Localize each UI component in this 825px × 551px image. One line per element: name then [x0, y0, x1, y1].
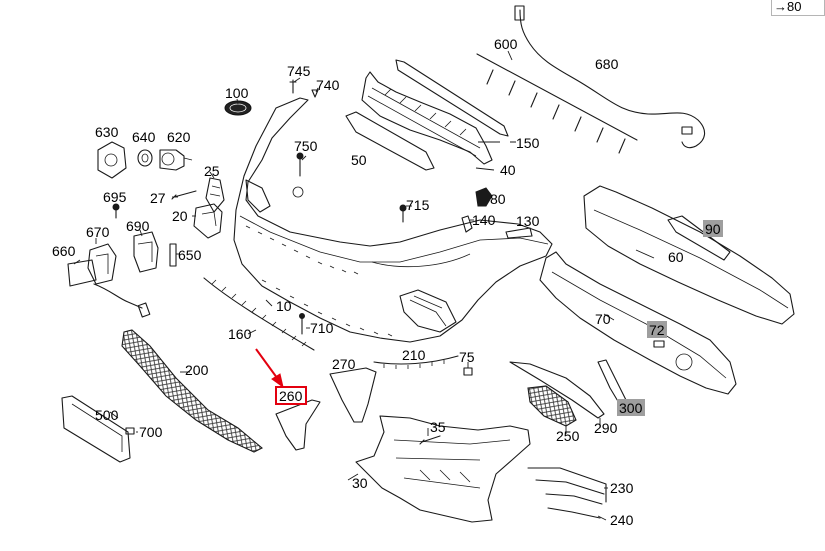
- label-690: 690: [126, 218, 150, 234]
- part-260-trim[interactable]: [275, 399, 321, 451]
- part-160-rail[interactable]: [203, 277, 315, 351]
- part-150-trim[interactable]: [395, 59, 509, 137]
- highlight-300: [617, 399, 645, 416]
- label-60: 60: [668, 249, 684, 265]
- label-700: 700: [139, 424, 163, 440]
- part-650-clip[interactable]: [169, 243, 177, 267]
- part-750-bolt[interactable]: [296, 152, 304, 177]
- label-200: 200: [185, 362, 209, 378]
- leader-lines: [73, 50, 655, 521]
- label-650: 650: [178, 247, 202, 263]
- part-700-clip[interactable]: [125, 427, 135, 435]
- part-740-clip[interactable]: [311, 89, 319, 98]
- part-690-bracket[interactable]: [133, 231, 159, 273]
- part-40-shroud[interactable]: [361, 71, 493, 165]
- label-40: 40: [500, 162, 516, 178]
- label-250: 250: [556, 428, 580, 444]
- label-745: 745: [287, 63, 311, 79]
- label-30: 30: [352, 475, 368, 491]
- label-500: 500: [95, 407, 119, 423]
- part-75-clip[interactable]: [463, 367, 473, 376]
- highlight-90: [703, 220, 723, 237]
- label-80: 80: [490, 191, 506, 207]
- label-750: 750: [294, 138, 318, 154]
- label-680: 680: [595, 56, 619, 72]
- part-630-sensor-holder[interactable]: [97, 141, 127, 179]
- part-680-cable[interactable]: [514, 5, 706, 149]
- label-620: 620: [167, 129, 191, 145]
- label-90: 90: [705, 221, 721, 237]
- label-240: 240: [610, 512, 634, 528]
- part-35-screw[interactable]: [419, 435, 441, 445]
- part-80-stop[interactable]: [475, 187, 493, 207]
- label-740: 740: [316, 77, 340, 93]
- label-150: 150: [516, 135, 540, 151]
- label-660: 660: [52, 243, 76, 259]
- part-60-absorber[interactable]: [583, 185, 795, 325]
- label-270: 270: [332, 356, 356, 372]
- part-695-screw[interactable]: [112, 203, 120, 219]
- part-290-trim[interactable]: [509, 361, 605, 419]
- part-240-strip[interactable]: [547, 507, 601, 519]
- selected-part-box: [275, 386, 307, 405]
- label-130: 130: [516, 213, 540, 229]
- label-300: 300: [619, 400, 643, 416]
- label-695: 695: [103, 189, 127, 205]
- part-745-clip[interactable]: [289, 79, 297, 94]
- part-600-rail[interactable]: [476, 53, 638, 154]
- part-670-bracket[interactable]: [87, 243, 117, 285]
- label-100: 100: [225, 85, 249, 101]
- label-210: 210: [402, 347, 426, 363]
- part-710-bolt[interactable]: [299, 313, 305, 335]
- part-140-trim[interactable]: [461, 215, 473, 233]
- label-630: 630: [95, 124, 119, 140]
- label-20: 20: [172, 208, 188, 224]
- page-reference[interactable]: →80: [771, 0, 825, 16]
- part-620-sensor[interactable]: [159, 149, 193, 171]
- label-290: 290: [594, 420, 618, 436]
- part-200-grille[interactable]: [121, 329, 263, 453]
- label-600: 600: [494, 36, 518, 52]
- label-70: 70: [595, 311, 611, 327]
- label-72: 72: [649, 322, 665, 338]
- part-500-plate-holder[interactable]: [61, 395, 131, 463]
- part-270-trim[interactable]: [329, 367, 377, 423]
- part-250-side-grille[interactable]: [527, 385, 577, 427]
- part-72-clip[interactable]: [653, 340, 665, 348]
- part-10-bumper-cover[interactable]: [233, 97, 553, 343]
- part-50-grille-insert[interactable]: [345, 111, 435, 171]
- part-715-bolt[interactable]: [399, 204, 407, 223]
- selection-arrow: [255, 348, 284, 389]
- part-30-lower-bumper[interactable]: [355, 415, 531, 523]
- highlight-72: [647, 321, 667, 338]
- label-50: 50: [351, 152, 367, 168]
- part-640-ring[interactable]: [137, 149, 153, 167]
- label-260: 260: [279, 388, 303, 404]
- part-25-bracket[interactable]: [205, 177, 225, 213]
- label-75: 75: [459, 349, 475, 365]
- label-710: 710: [310, 320, 334, 336]
- part-130-trim[interactable]: [505, 227, 533, 239]
- part-90-bracket[interactable]: [667, 215, 731, 261]
- label-160: 160: [228, 326, 252, 342]
- label-640: 640: [132, 129, 156, 145]
- label-230: 230: [610, 480, 634, 496]
- label-140: 140: [472, 212, 496, 228]
- part-70-support[interactable]: [539, 251, 737, 395]
- part-660-module[interactable]: [67, 259, 151, 318]
- label-27: 27: [150, 190, 166, 206]
- label-35: 35: [430, 419, 446, 435]
- part-210-strip[interactable]: [373, 355, 459, 369]
- label-25: 25: [204, 163, 220, 179]
- label-715: 715: [406, 197, 430, 213]
- label-670: 670: [86, 224, 110, 240]
- part-20-bracket[interactable]: [193, 203, 223, 239]
- part-230-strips[interactable]: [527, 467, 607, 505]
- part-27-pin[interactable]: [171, 190, 197, 200]
- label-10: 10: [276, 298, 292, 314]
- part-labels[interactable]: 600 680 745 740 100 150 630 640 620 750 …: [52, 36, 721, 528]
